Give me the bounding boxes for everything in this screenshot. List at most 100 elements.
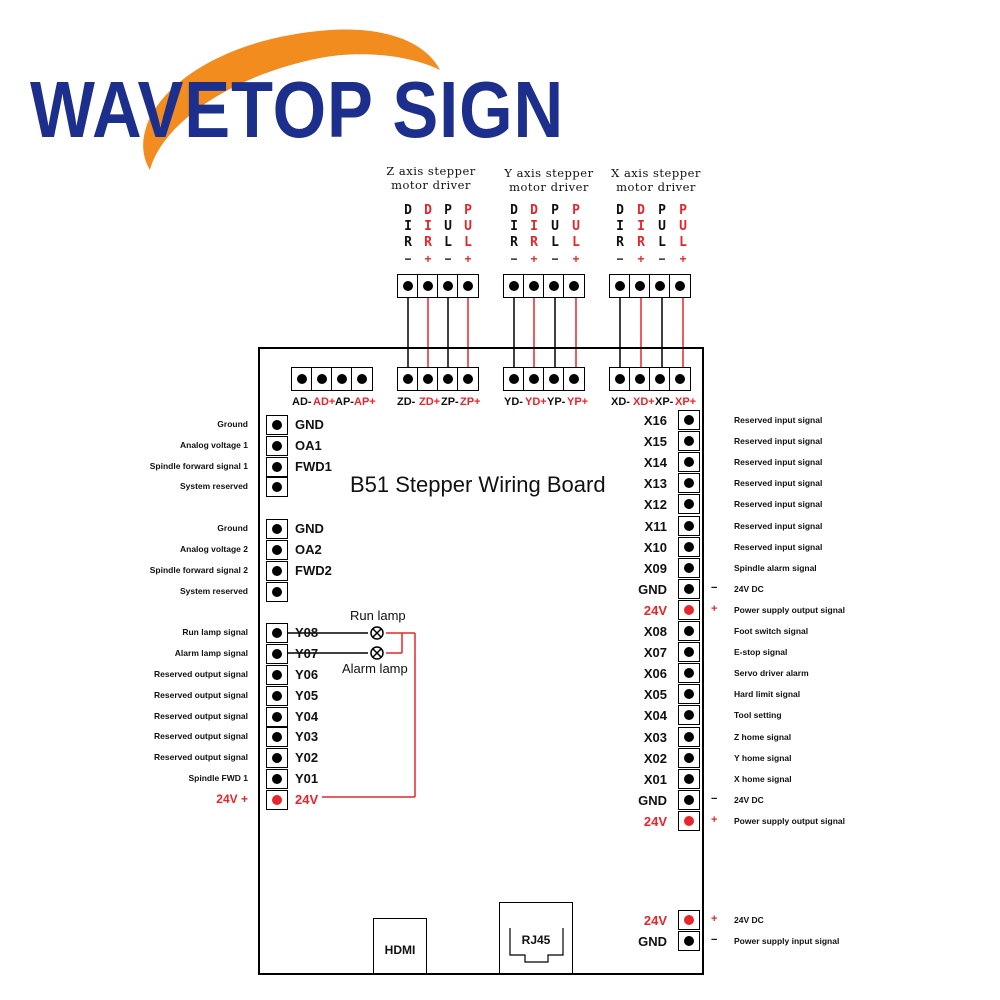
left-pin-desc: Ground xyxy=(217,523,248,534)
right-pin-desc: Power supply output signal xyxy=(734,604,845,615)
terminal-dot xyxy=(684,457,694,468)
terminal-dot xyxy=(684,562,694,573)
terminal-dot xyxy=(272,524,282,535)
right-pin-label: X06 xyxy=(643,666,667,682)
right-terminal xyxy=(678,410,700,430)
alarm-lamp-label: Alarm lamp xyxy=(342,661,408,676)
right-pin-desc: Reserved input signal xyxy=(734,436,823,447)
right-pin-desc: 24V DC xyxy=(734,915,764,925)
right-pin-label: GND xyxy=(638,934,667,949)
right-pin-label: X07 xyxy=(643,645,667,661)
right-terminal xyxy=(678,726,700,747)
left-pin-label: Y07 xyxy=(295,646,319,662)
left-terminal xyxy=(266,623,288,644)
hdmi-port: HDMI xyxy=(373,918,427,974)
terminal-dot xyxy=(272,753,282,764)
left-pin-label: FWD1 xyxy=(295,458,332,474)
polarity-sign: + xyxy=(711,602,718,615)
terminal-dot xyxy=(272,628,282,639)
wiring-board xyxy=(258,347,704,975)
terminal-dot xyxy=(684,415,694,425)
polarity-sign: − xyxy=(711,792,718,805)
left-pin-desc: Reserved output signal xyxy=(154,752,248,763)
right-terminal xyxy=(678,747,700,768)
left-pin-desc: Analog voltage 1 xyxy=(179,439,248,450)
terminal-dot xyxy=(684,815,694,826)
left-terminal xyxy=(266,665,288,685)
left-pin-desc: System reserved xyxy=(179,481,248,492)
polarity-sign: − xyxy=(711,581,718,594)
rj45-label: RJ45 xyxy=(521,933,551,947)
terminal-dot xyxy=(684,436,694,447)
right-terminal xyxy=(678,473,700,494)
logo: WAVETOP SIGN xyxy=(30,65,565,154)
left-pin-desc: Reserved output signal xyxy=(154,689,248,700)
right-pin-desc: Reserved input signal xyxy=(734,520,823,531)
right-pin-label: 24V xyxy=(643,913,667,928)
left-terminal xyxy=(266,435,288,456)
left-pin-label: FWD2 xyxy=(295,562,332,578)
right-pin-desc: Spindle alarm signal xyxy=(734,562,817,573)
right-terminal xyxy=(678,536,700,557)
left-terminal xyxy=(266,789,288,810)
right-terminal xyxy=(678,789,700,810)
terminal-dot xyxy=(272,565,282,576)
x-board-terminal xyxy=(609,367,691,391)
terminal-dot xyxy=(684,478,694,489)
terminal-dot xyxy=(272,545,282,555)
left-pin-desc: Analog voltage 2 xyxy=(179,544,248,554)
left-pin-label: Y08 xyxy=(295,625,319,641)
right-pin-label: X01 xyxy=(643,771,667,787)
right-pin-label: X14 xyxy=(643,455,667,471)
right-pin-label: GND xyxy=(638,792,667,808)
left-terminal xyxy=(266,477,288,498)
right-pin-desc: Reserved input signal xyxy=(734,415,823,425)
terminal-dot xyxy=(684,647,694,658)
z-driver-terminal xyxy=(397,274,479,298)
right-terminal xyxy=(678,494,700,515)
left-pin-desc: Reserved output signal xyxy=(154,669,248,679)
right-terminal xyxy=(678,431,700,452)
terminal-dot xyxy=(684,541,694,552)
right-pin-label: X16 xyxy=(643,413,667,428)
left-pin-desc: Reserved output signal xyxy=(154,731,248,742)
right-pin-desc: 24V DC xyxy=(734,583,764,594)
terminal-dot xyxy=(272,482,282,493)
right-pin-label: X08 xyxy=(643,624,667,639)
right-pin-desc: E-stop signal xyxy=(734,647,788,658)
left-terminal xyxy=(266,560,288,581)
right-terminal xyxy=(678,452,700,473)
right-pin-label: X09 xyxy=(643,560,667,576)
left-terminal xyxy=(266,727,288,748)
left-pin-desc: System reserved xyxy=(179,585,248,596)
terminal-dot xyxy=(684,583,694,594)
terminal-dot xyxy=(684,773,694,784)
left-pin-label: OA1 xyxy=(295,437,322,453)
right-terminal xyxy=(678,684,700,705)
right-pin-desc: Servo driver alarm xyxy=(734,668,809,679)
right-pin-desc: Power supply output signal xyxy=(734,815,845,826)
left-pin-label: GND xyxy=(295,521,324,537)
right-terminal xyxy=(678,810,700,831)
terminal-dot xyxy=(272,420,282,430)
left-pin-label: Y01 xyxy=(295,771,319,786)
terminal-dot xyxy=(684,668,694,679)
left-terminal xyxy=(266,581,288,602)
terminal-dot xyxy=(272,461,282,472)
right-pin-desc: Reserved input signal xyxy=(734,478,823,489)
right-pin-desc: Reserved input signal xyxy=(734,499,823,510)
terminal-dot xyxy=(272,711,282,722)
right-pin-label: GND xyxy=(638,581,667,597)
right-terminal xyxy=(678,663,700,684)
left-terminal xyxy=(266,540,288,560)
right-pin-label: X11 xyxy=(644,518,667,534)
run-lamp-label: Run lamp xyxy=(350,608,406,623)
run-lamp-icon xyxy=(370,626,384,640)
left-pin-desc: Spindle FWD 1 xyxy=(188,773,249,783)
left-pin-label: Y04 xyxy=(295,708,319,724)
terminal-dot xyxy=(684,710,694,721)
